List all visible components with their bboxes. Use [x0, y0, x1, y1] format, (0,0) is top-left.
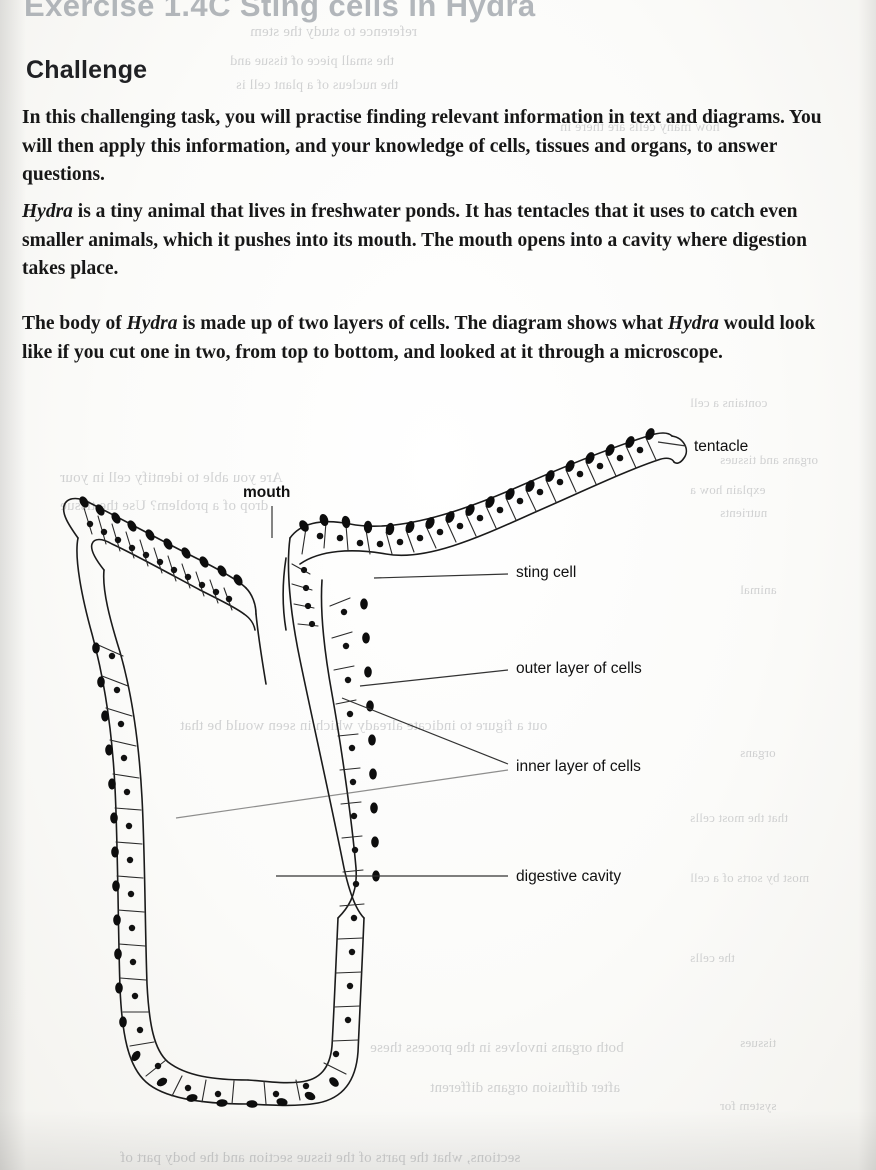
hydra-cross-section-diagram: .ln { fill:none; stroke:#1b1b1b; stroke-… [0, 398, 876, 1138]
hydra-diagram-svg: .ln { fill:none; stroke:#1b1b1b; stroke-… [62, 428, 688, 1108]
paragraph-hydra-description-text: is a tiny animal that lives in freshwate… [22, 201, 807, 279]
paragraph-intro: In this challenging task, you will pract… [22, 107, 822, 185]
paragraph-body-layers: The body of Hydra is made up of two laye… [22, 310, 832, 367]
paragraph-body-layers-text-3: would look like if you cut one in two, f… [22, 313, 816, 363]
page-edge-shadow-right [858, 0, 876, 1170]
page-edge-shadow-bottom [0, 1110, 876, 1170]
diagram-label-sting-cell: sting cell [516, 564, 577, 581]
diagram-label-mouth: mouth [243, 484, 291, 501]
page-edge-shadow-left [0, 0, 26, 1170]
diagram-label-tentacle: tentacle [694, 438, 749, 455]
italic-term-hydra-3: Hydra [667, 313, 719, 334]
diagram-label-inner-layer-of-cells: inner layer of cells [516, 758, 641, 775]
italic-term-hydra: Hydra [22, 201, 73, 222]
italic-term-hydra-2: Hydra [126, 313, 178, 334]
paragraph-body-layers-text-2: is made up of two layers of cells. The d… [177, 313, 668, 334]
diagram-label-digestive-cavity: digestive cavity [516, 868, 622, 885]
paragraph-body-layers-text-1: The body of [22, 313, 127, 334]
diagram-label-outer-layer-of-cells: outer layer of cells [516, 660, 642, 677]
page-title: Challenge [26, 56, 148, 84]
paragraph-hydra-description: Hydra is a tiny animal that lives in fre… [22, 198, 832, 284]
cropped-exercise-heading: Exercise 1.4C Sting cells in Hydra [24, 0, 536, 23]
